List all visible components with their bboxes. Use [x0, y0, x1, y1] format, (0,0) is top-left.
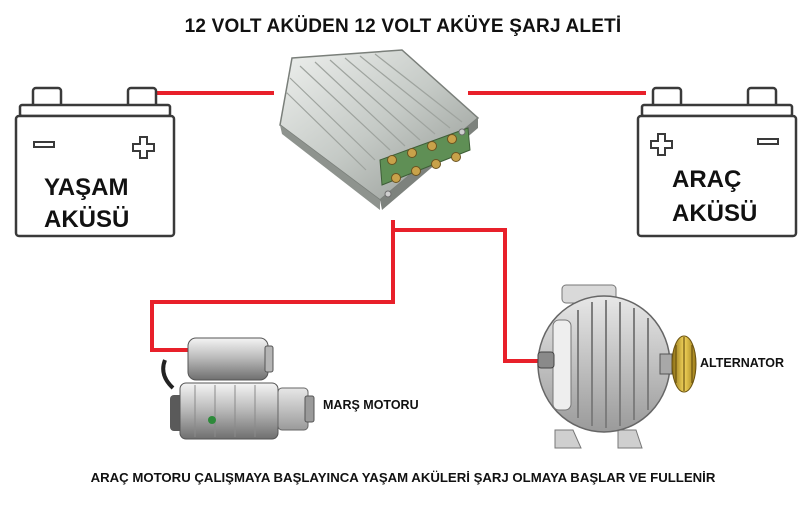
starter-motor-icon: [161, 337, 315, 440]
starter-motor-label: MARŞ MOTORU: [323, 398, 419, 412]
wires: [150, 91, 646, 363]
left-battery-label-line2: AKÜSÜ: [44, 206, 130, 233]
wire-to-starter: [150, 220, 395, 352]
bottom-caption: ARAÇ MOTORU ÇALIŞMAYA BAŞLAYINCA YAŞAM A…: [90, 470, 716, 485]
left-battery-label-line1: YAŞAM: [44, 174, 129, 201]
battery-icon: [14, 86, 176, 238]
right-battery-label-line1: ARAÇ: [672, 166, 742, 193]
wire-to-alternator: [393, 228, 540, 363]
dc-dc-converter-icon: [279, 49, 480, 210]
battery-icon: [636, 86, 798, 238]
alternator-icon: [537, 284, 697, 449]
right-battery-label-line2: AKÜSÜ: [672, 200, 758, 227]
page-title: 12 VOLT AKÜDEN 12 VOLT AKÜYE ŞARJ ALETİ: [184, 16, 622, 37]
alternator-label: ALTERNATOR: [700, 356, 785, 370]
